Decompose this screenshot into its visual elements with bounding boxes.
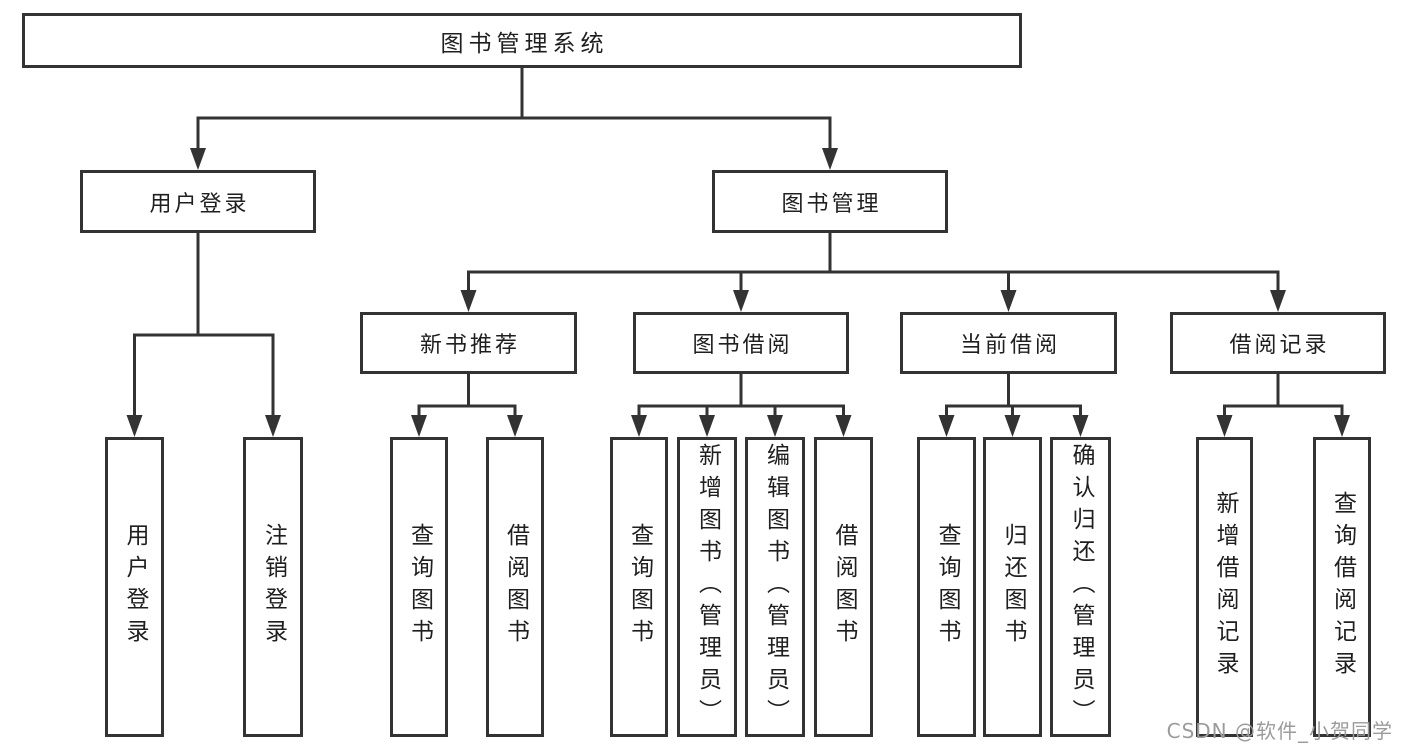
arrowhead-borrowing-records: [1270, 290, 1286, 312]
leaf-borrow-query-books: 查询图书: [610, 437, 668, 737]
node-borrowing-records: 借阅记录: [1170, 312, 1386, 374]
connector-userlogin-to-leaves: [133, 233, 275, 417]
node-user-login: 用户登录: [80, 170, 316, 233]
leaf-borrow-edit-books-admin: 编辑图书（管理员）: [745, 437, 805, 737]
leaf-borrow-add-books-admin: 新增图书（管理员）: [677, 437, 737, 737]
arrowhead-user-login-leaf: [126, 415, 143, 437]
connector-newbook-to-leaves: [417, 374, 517, 417]
leaf-borrow-borrow-books-label: 借阅图书: [831, 523, 857, 651]
leaf-newbook-query-books: 查询图书: [390, 437, 448, 737]
arrowhead-newbook-borrow: [507, 415, 523, 437]
arrowhead-book-management: [822, 148, 838, 170]
arrowhead-borrow-add: [699, 415, 715, 437]
arrowhead-book-borrowing: [733, 290, 749, 312]
leaf-user-login: 用户登录: [105, 437, 164, 737]
connector-records-to-leaves: [1223, 374, 1344, 417]
connector-root-to-level2: [196, 68, 832, 150]
leaf-borrow-query-books-label: 查询图书: [626, 523, 653, 651]
csdn-watermark: CSDN @软件_小贺同学: [1166, 719, 1393, 743]
arrowhead-current-borrowing: [1000, 290, 1017, 312]
arrowhead-new-book-recommend: [460, 290, 477, 312]
leaf-logout-login-label: 注销登录: [260, 523, 287, 651]
arrowhead-current-return: [1004, 415, 1021, 437]
leaf-records-query-record-label: 查询借阅记录: [1329, 491, 1356, 683]
arrowhead-logout-leaf: [265, 415, 281, 437]
arrowhead-records-add: [1216, 415, 1233, 437]
connector-borrowing-to-leaves: [637, 374, 845, 417]
node-book-management: 图书管理: [712, 170, 948, 233]
arrowhead-newbook-query: [411, 415, 427, 437]
leaf-current-return-books-label: 归还图书: [1000, 523, 1026, 651]
arrowhead-current-query: [938, 415, 955, 437]
leaf-records-add-record: 新增借阅记录: [1196, 437, 1253, 737]
arrowhead-borrow-borrow: [835, 415, 852, 437]
leaf-current-query-books-label: 查询图书: [934, 523, 960, 651]
arrowhead-borrow-edit: [767, 415, 783, 437]
arrowhead-borrow-query: [631, 415, 647, 437]
node-current-borrowing: 当前借阅: [900, 312, 1117, 374]
leaf-current-confirm-return-admin-label: 确认归还（管理员）: [1068, 443, 1094, 731]
leaf-newbook-borrow-books-label: 借阅图书: [502, 523, 529, 651]
leaf-newbook-borrow-books: 借阅图书: [486, 437, 544, 737]
leaf-records-add-record-label: 新增借阅记录: [1212, 491, 1238, 683]
leaf-borrow-edit-books-admin-label: 编辑图书（管理员）: [762, 443, 789, 731]
leaf-borrow-borrow-books: 借阅图书: [814, 437, 873, 737]
leaf-current-query-books: 查询图书: [917, 437, 976, 737]
leaf-current-return-books: 归还图书: [983, 437, 1042, 737]
node-root-system: 图书管理系统: [22, 13, 1022, 68]
leaf-newbook-query-books-label: 查询图书: [406, 523, 433, 651]
leaf-borrow-add-books-admin-label: 新增图书（管理员）: [694, 443, 721, 731]
arrowhead-user-login: [190, 148, 206, 170]
leaf-records-query-record: 查询借阅记录: [1313, 437, 1371, 737]
leaf-user-login-label: 用户登录: [122, 523, 148, 651]
connector-current-to-leaves: [945, 374, 1082, 417]
leaf-current-confirm-return-admin: 确认归还（管理员）: [1050, 437, 1111, 737]
arrowhead-current-confirm: [1072, 415, 1089, 437]
node-book-borrowing: 图书借阅: [633, 312, 849, 374]
node-new-book-recommend: 新书推荐: [360, 312, 577, 374]
connector-bookmgmt-to-level3: [467, 233, 1280, 292]
leaf-logout-login: 注销登录: [243, 437, 303, 737]
arrowhead-records-query: [1334, 415, 1350, 437]
